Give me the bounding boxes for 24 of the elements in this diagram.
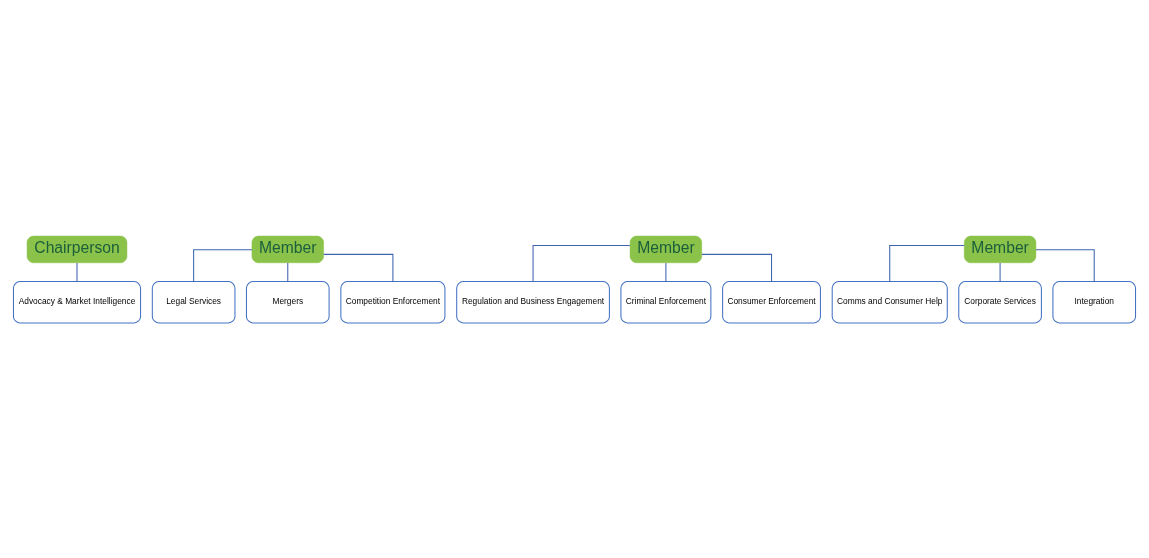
connector — [287, 261, 289, 282]
connector — [701, 253, 773, 282]
node-box: Member — [964, 235, 1037, 263]
connector — [665, 261, 667, 282]
node-box: Competition Enforcement — [340, 280, 446, 323]
node-box: Integration — [1052, 280, 1137, 323]
node-box: Advocacy & Market Intelligence — [12, 280, 142, 323]
node-box: Regulation and Business Engagement — [456, 280, 610, 323]
node-box: Criminal Enforcement — [620, 280, 712, 323]
node-box: Legal Services — [151, 280, 236, 323]
connector — [999, 261, 1001, 282]
connector — [1035, 248, 1095, 282]
connector — [323, 253, 394, 282]
node-box: Member — [251, 235, 324, 263]
node-box: Member — [629, 235, 702, 263]
connector — [76, 261, 78, 282]
connector — [532, 244, 631, 282]
node-box: Chairperson — [26, 235, 128, 263]
connector — [889, 244, 965, 282]
node-box: Mergers — [245, 280, 330, 323]
connector — [193, 248, 253, 282]
node-box: Consumer Enforcement — [722, 280, 821, 323]
node-box: Corporate Services — [958, 280, 1042, 323]
node-box: Comms and Consumer Help — [831, 280, 948, 323]
